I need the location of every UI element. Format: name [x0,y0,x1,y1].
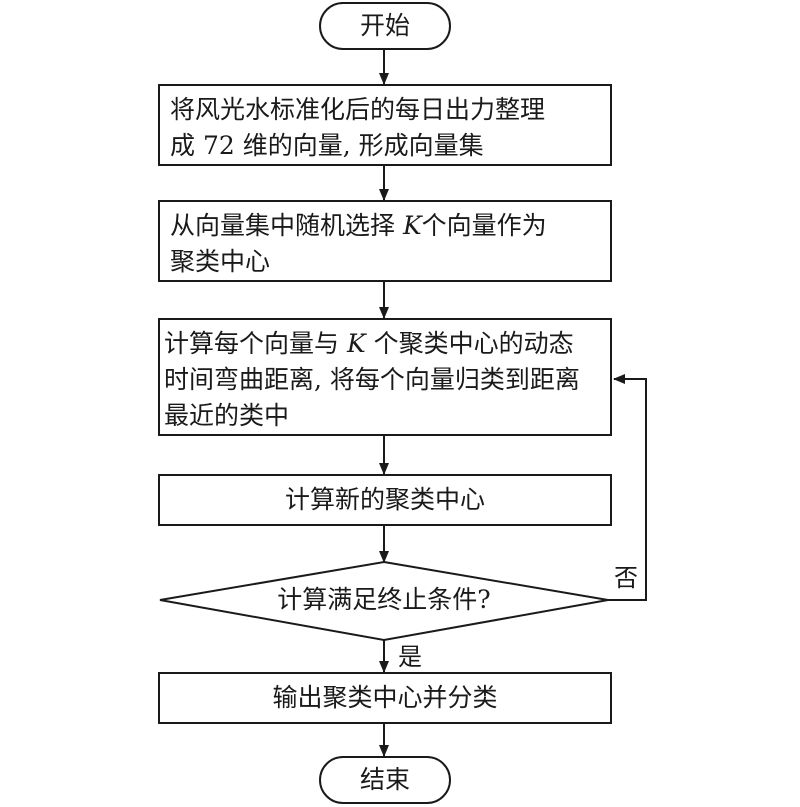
end-label: 结束 [359,765,410,794]
step2-line2: 聚类中心 [170,247,271,276]
step3-k: K [346,329,366,358]
label-yes: 是 [398,643,422,671]
start-terminal: 开始 [319,2,451,50]
step-compute-new-centers: 计算新的聚类中心 [158,474,612,526]
start-label: 开始 [359,11,410,40]
label-no: 否 [614,564,638,592]
step-normalize-vectors: 将风光水标准化后的每日出力整理 成 72 维的向量, 形成向量集 [158,84,612,166]
decision-label: 计算满足终止条件? [277,585,491,614]
step3-line3: 最近的类中 [164,401,290,430]
step-compute-dtw-assign: 计算每个向量与 K 个聚类中心的动态 时间弯曲距离, 将每个向量归类到距离 最近… [158,318,612,436]
decision-diamond [159,560,609,642]
step5-label: 输出聚类中心并分类 [272,683,498,712]
step3-line1-post: 个聚类中心的动态 [365,329,574,358]
step3-line2: 时间弯曲距离, 将每个向量归类到距离 [164,365,580,394]
step-output-centers: 输出聚类中心并分类 [158,672,612,724]
step2-line1-pre: 从向量集中随机选择 [170,211,403,240]
end-terminal: 结束 [319,756,451,804]
step1-line1: 将风光水标准化后的每日出力整理 [170,95,546,124]
step2-line1: 从向量集中随机选择 K个向量作为 [170,208,600,244]
step1-line2: 成 72 维的向量, 形成向量集 [170,131,484,160]
step3-line1: 计算每个向量与 K 个聚类中心的动态 [164,326,600,362]
step4-label: 计算新的聚类中心 [284,485,485,514]
step2-k: K [402,211,422,240]
step3-line1-pre: 计算每个向量与 [164,329,347,358]
step2-line1-post: 个向量作为 [421,211,547,240]
step-select-random-centers: 从向量集中随机选择 K个向量作为 聚类中心 [158,200,612,282]
loop-back-arrow [608,374,647,601]
